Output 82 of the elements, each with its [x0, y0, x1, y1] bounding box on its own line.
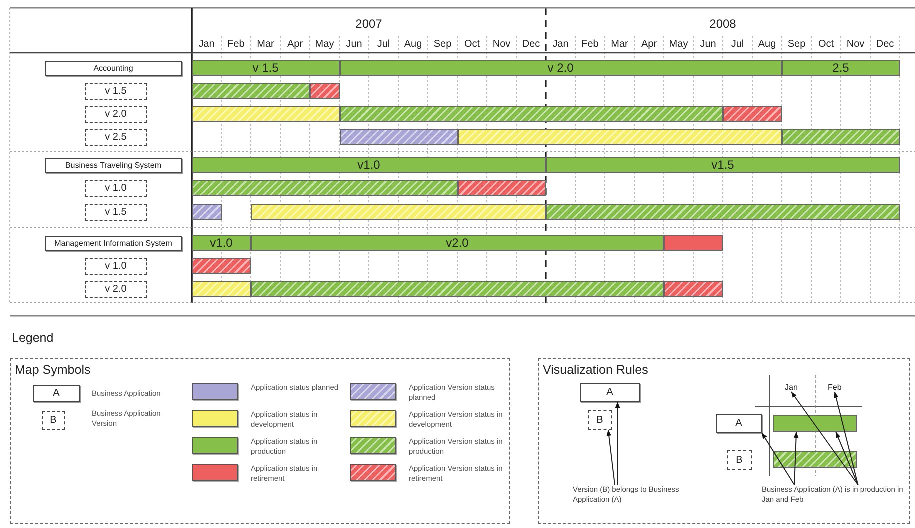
timeline-bar: [340, 129, 458, 145]
application-box: Management Information System: [45, 236, 182, 251]
month-label: Aug: [757, 39, 778, 50]
timeline-bar: [340, 106, 723, 122]
version-box: v 1.0: [85, 258, 147, 275]
month-label: Dec: [875, 39, 896, 50]
timeline-bar: [192, 83, 310, 99]
month-label: Feb: [580, 39, 600, 50]
application-box: Accounting: [45, 61, 182, 76]
leader-arrow: [790, 392, 859, 486]
year-label: 2008: [708, 17, 738, 31]
month-label: Jan: [198, 39, 216, 50]
timeline-bar: [192, 204, 222, 220]
month-label: Sep: [786, 39, 807, 50]
timeline-bar: v1.5: [546, 157, 900, 173]
version-box: B: [42, 411, 65, 430]
month-label: Nov: [492, 39, 512, 50]
timeline-bar: v1.0: [192, 235, 251, 251]
version-box: v 2.0: [85, 106, 147, 123]
month-label: Apr: [640, 39, 658, 50]
legend-panel: [538, 358, 910, 524]
timeline-bar: v2.0: [251, 235, 664, 251]
leader-arrow: [836, 432, 859, 486]
timeline-bar: [773, 451, 857, 468]
month-label: Dec: [521, 39, 542, 50]
timeline-bar: [192, 281, 251, 297]
year-label: 2007: [354, 17, 384, 31]
timeline-bar: [773, 415, 857, 432]
application-box: A: [580, 383, 640, 402]
month-label: Jun: [345, 39, 364, 50]
timeline-bar: v 1.5: [192, 60, 340, 76]
timeline-bar: v1.0: [192, 157, 546, 173]
month-label: Oct: [817, 39, 836, 50]
month-label: Jan: [785, 383, 798, 392]
timeline-bar: v 2.0: [340, 60, 782, 76]
month-label: Nov: [846, 39, 866, 50]
timeline-bar: [664, 235, 723, 251]
month-label: Jan: [552, 39, 570, 50]
leader-arrow: [762, 432, 796, 486]
timeline-bar: [664, 281, 723, 297]
timeline-bar: [251, 204, 546, 220]
panel-heading: Visualization Rules: [543, 363, 648, 377]
month-label: Aug: [403, 39, 424, 50]
timeline-bar: [723, 106, 782, 122]
month-label: Mar: [256, 39, 276, 50]
timeline-bar: [458, 180, 546, 196]
timeline-bar: [546, 204, 900, 220]
leader-arrow: [834, 392, 859, 486]
timeline-bar: [310, 83, 340, 99]
month-label: Jul: [730, 39, 746, 50]
timeline-bar: [192, 180, 458, 196]
legend-heading: Legend: [12, 331, 54, 345]
version-box: v 2.5: [85, 129, 147, 146]
month-label: Jun: [699, 39, 718, 50]
timeline-bar: [782, 129, 900, 145]
leader-arrow: [606, 430, 616, 486]
month-label: Mar: [610, 39, 630, 50]
month-label: Feb: [226, 39, 246, 50]
timeline-bar: [192, 258, 251, 274]
version-box: v 1.5: [85, 83, 147, 100]
version-box: v 2.0: [85, 281, 147, 298]
month-label: Oct: [463, 39, 482, 50]
version-box: B: [727, 450, 752, 470]
month-label: Feb: [828, 383, 842, 392]
month-label: May: [314, 39, 336, 50]
application-box: A: [33, 385, 80, 402]
timeline-bar: [192, 106, 340, 122]
leader-arrow: [615, 402, 620, 486]
application-box: A: [716, 414, 762, 433]
month-label: Apr: [286, 39, 304, 50]
timeline-bar: [251, 281, 664, 297]
panel-heading: Map Symbols: [15, 363, 91, 377]
timeline-bar: [458, 129, 782, 145]
version-box: v 1.0: [85, 180, 147, 197]
version-box: v 1.5: [85, 204, 147, 221]
month-label: May: [668, 39, 690, 50]
leader-arrow: [794, 432, 799, 486]
application-box: Business Traveling System: [45, 158, 182, 173]
timeline-bar: 2.5: [782, 60, 900, 76]
month-label: Sep: [432, 39, 453, 50]
version-box: B: [588, 410, 612, 430]
month-label: Jul: [376, 39, 392, 50]
